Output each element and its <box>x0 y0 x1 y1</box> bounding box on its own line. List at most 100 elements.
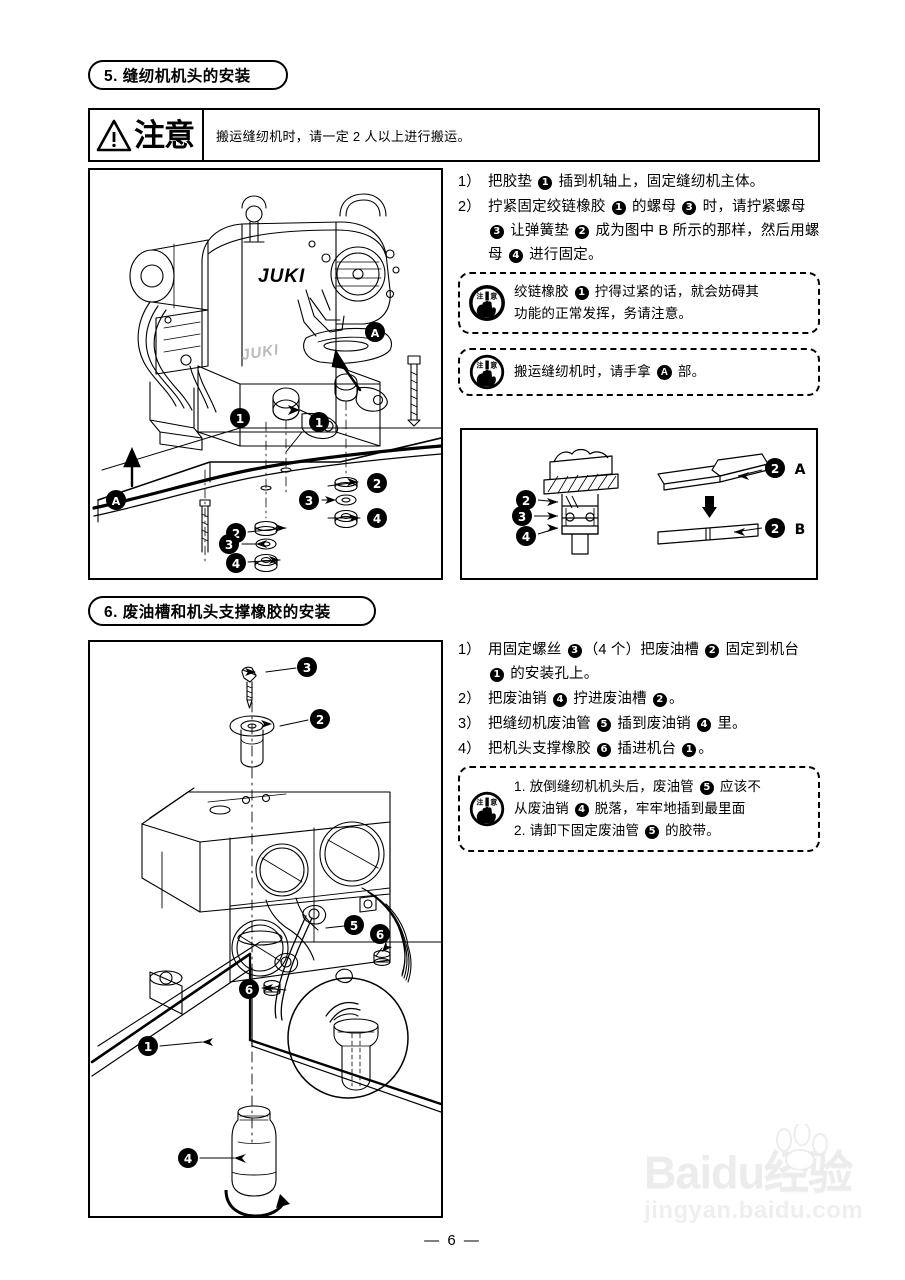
note-text: 搬运缝纫机时，请手拿 A 部。 <box>514 364 706 380</box>
instruction-item: 2） 把废油销 4 拧进废油槽 2。 <box>458 687 820 711</box>
svg-text:6: 6 <box>376 928 384 942</box>
callout-badge-1: 1 <box>574 286 589 300</box>
svg-text:4: 4 <box>184 1152 192 1166</box>
oil-pan-installation-illustration: 3 2 5 6 6 1 4 <box>90 657 441 1216</box>
section-6-heading-text: 6. 废油槽和机头支撑橡胶的安装 <box>104 604 331 621</box>
instruction-item: 2） 拧紧固定绞链橡胶 1 的螺母 3 时，请拧紧螺母 3 让弹簧垫 2 成为图… <box>458 195 820 267</box>
section-5-heading-text: 5. 缝纫机机头的安装 <box>104 68 251 85</box>
warning-triangle-icon <box>96 119 132 152</box>
note-text: 绞链橡胶 1 拧得过紧的话，就会妨碍其 功能的正常发挥，务请注意。 <box>514 284 760 321</box>
callout-badge-2: 2 <box>705 644 720 658</box>
instruction-number: 1） <box>458 174 481 190</box>
svg-text:注: 注 <box>476 798 483 807</box>
instruction-text: 拧紧固定绞链橡胶 1 的螺母 3 时，请拧紧螺母 3 让弹簧垫 2 成为图中 B… <box>488 199 820 263</box>
callout-badge-5: 5 <box>597 718 612 732</box>
svg-text:4: 4 <box>373 512 381 526</box>
callout-badge-5: 5 <box>645 825 660 839</box>
svg-text:2: 2 <box>316 713 324 727</box>
callout-badge-4: 4 <box>697 718 712 732</box>
svg-text:2: 2 <box>522 494 530 508</box>
svg-text:A: A <box>795 462 806 478</box>
callout-badge-4: 4 <box>553 693 568 707</box>
baidu-paw-icon <box>776 1124 828 1170</box>
instruction-number: 2） <box>458 199 481 215</box>
callout-badge-2: 2 <box>575 225 590 239</box>
caution-hand-icon: 注 意 <box>468 284 506 322</box>
svg-text:3: 3 <box>305 494 313 508</box>
section-5-instructions: 1） 把胶垫 1 插到机轴上，固定缝纫机主体。 2） 拧紧固定绞链橡胶 1 的螺… <box>458 170 820 268</box>
svg-text:注: 注 <box>476 292 483 301</box>
page-number: — 6 — <box>0 1232 905 1249</box>
instruction-item: 1） 把胶垫 1 插到机轴上，固定缝纫机主体。 <box>458 170 820 194</box>
callout-badge-3: 3 <box>682 201 697 215</box>
svg-text:1: 1 <box>236 412 244 426</box>
svg-text:2: 2 <box>232 527 240 541</box>
warning-text: 搬运缝纫机时，请一定 2 人以上进行搬运。 <box>216 128 471 144</box>
instruction-number: 2） <box>458 691 481 707</box>
svg-text:JUKI: JUKI <box>240 341 280 364</box>
section-5-note-2: 注 意 搬运缝纫机时，请手拿 A 部。 <box>458 348 820 396</box>
callout-badge-4: 4 <box>508 249 523 263</box>
svg-text:JUKI: JUKI <box>258 266 305 287</box>
watermark-line-2: jingyan.baidu.com <box>644 1197 864 1224</box>
svg-text:4: 4 <box>232 557 240 571</box>
watermark-line-1: Baidu经验 <box>644 1147 853 1198</box>
callout-badge-A: A <box>656 365 672 380</box>
callout-badge-1: 1 <box>682 743 697 757</box>
callout-badge-1: 1 <box>611 201 626 215</box>
section-6-instructions: 1） 用固定螺丝 3（4 个）把废油槽 2 固定到机台 1 的安装孔上。 2） … <box>458 638 820 762</box>
svg-text:A: A <box>371 327 380 340</box>
instruction-item: 3） 把缝纫机废油管 5 插到废油销 4 里。 <box>458 712 820 736</box>
baidu-watermark: Baidu经验 jingyan.baidu.com <box>644 1124 894 1224</box>
callout-badge-3: 3 <box>490 225 504 239</box>
svg-text:注: 注 <box>476 361 483 370</box>
svg-text:6: 6 <box>245 983 253 997</box>
section-5-figure-frame: JUKI JUKI A A 1 1 2 3 4 2 3 4 <box>88 168 443 580</box>
instruction-item: 1） 用固定螺丝 3（4 个）把废油槽 2 固定到机台 1 的安装孔上。 <box>458 638 820 686</box>
instruction-item: 4） 把机头支撑橡胶 6 插进机台 1。 <box>458 737 820 761</box>
instruction-text: 把缝纫机废油管 5 插到废油销 4 里。 <box>488 716 747 732</box>
callout-badge-2: 2 <box>653 693 667 707</box>
instruction-text: 用固定螺丝 3（4 个）把废油槽 2 固定到机台 1 的安装孔上。 <box>488 642 800 682</box>
note-text: 1. 放倒缝纫机机头后，废油管 5 应该不 从废油销 4 脱落，牢牢地插到最里面… <box>514 779 762 839</box>
caution-hand-icon: 注 意 <box>468 790 506 828</box>
callout-badge-1: 1 <box>490 668 504 682</box>
svg-text:意: 意 <box>490 292 497 301</box>
svg-text:2: 2 <box>373 477 381 491</box>
svg-text:意: 意 <box>490 798 497 807</box>
svg-text:1: 1 <box>315 416 323 430</box>
instruction-number: 1） <box>458 642 481 658</box>
caution-hand-icon: 注 意 <box>468 353 506 391</box>
page-number-text: — 6 — <box>424 1232 481 1249</box>
instruction-text: 把胶垫 1 插到机轴上，固定缝纫机主体。 <box>488 174 765 190</box>
warning-label-group: 注意 <box>90 110 204 160</box>
section-6-note: 注 意 1. 放倒缝纫机机头后，废油管 5 应该不 从废油销 4 脱落，牢牢地插… <box>458 766 820 852</box>
sewing-machine-head-illustration: JUKI JUKI A A 1 1 2 3 4 2 3 4 <box>92 193 441 573</box>
callout-badge-1: 1 <box>538 176 553 190</box>
svg-text:B: B <box>795 522 806 538</box>
svg-text:5: 5 <box>350 919 358 933</box>
section-6-figure-frame: 3 2 5 6 6 1 4 <box>88 640 443 1218</box>
svg-text:1: 1 <box>144 1040 152 1054</box>
svg-text:A: A <box>112 495 121 508</box>
instruction-number: 4） <box>458 741 481 757</box>
svg-text:3: 3 <box>303 661 311 675</box>
spring-washer-detail-illustration: 2 3 4 2 2 A B <box>512 448 806 555</box>
warning-label-text: 注意 <box>134 117 195 153</box>
svg-text:2: 2 <box>771 462 779 476</box>
callout-badge-6: 6 <box>597 743 612 757</box>
section-5-warning-bar: 注意 搬运缝纫机时，请一定 2 人以上进行搬运。 <box>88 108 820 162</box>
callout-badge-3: 3 <box>567 644 582 658</box>
svg-text:4: 4 <box>522 530 530 544</box>
svg-text:3: 3 <box>225 538 233 552</box>
callout-badge-4: 4 <box>574 803 589 817</box>
section-5-heading: 5. 缝纫机机头的安装 <box>88 60 288 90</box>
callout-badge-5: 5 <box>699 781 714 795</box>
instruction-number: 3） <box>458 716 481 732</box>
instruction-text: 把废油销 4 拧进废油槽 2。 <box>488 691 684 707</box>
instruction-text: 把机头支撑橡胶 6 插进机台 1。 <box>488 741 714 757</box>
svg-text:3: 3 <box>518 510 526 524</box>
svg-text:2: 2 <box>771 522 779 536</box>
section-6-heading: 6. 废油槽和机头支撑橡胶的安装 <box>88 596 376 626</box>
